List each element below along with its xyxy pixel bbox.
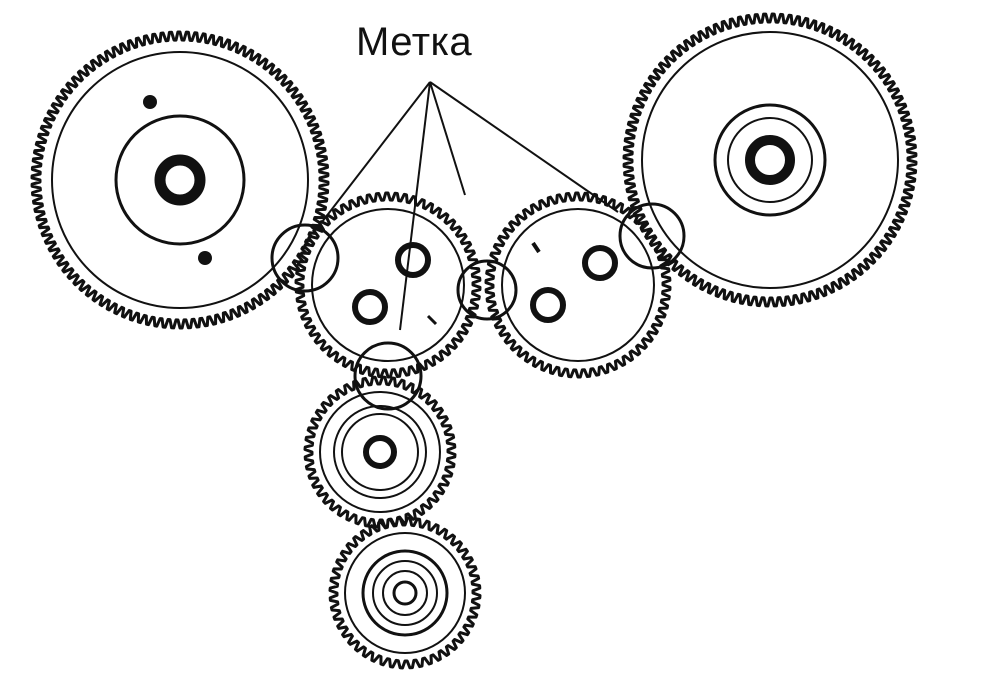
- gear-top-left-ring-1: [51, 51, 309, 309]
- gear-center-right-bolt-hole-2: [530, 287, 566, 323]
- leader-center-left-line: [399, 81, 431, 331]
- gear-bottom: [328, 516, 482, 670]
- gear-lower-middle-teeth: [303, 375, 457, 529]
- timing-dot-left: [426, 314, 438, 326]
- gear-center-right-teeth: [484, 191, 672, 379]
- gear-center-right-ring-1: [501, 208, 655, 362]
- gear-top-right-ring-1: [641, 31, 899, 289]
- gear-center-right-bolt-hole-1: [582, 245, 618, 281]
- gear-bottom-hub: [392, 580, 418, 606]
- gear-bottom-ring-1: [344, 532, 466, 654]
- mark-callout-label: Метка: [356, 20, 473, 64]
- gear-top-right-hub: [745, 135, 795, 185]
- gear-top-right: [622, 12, 918, 308]
- leader-left-line: [321, 81, 431, 223]
- gear-bottom-ring-3: [372, 560, 438, 626]
- leader-right-line: [429, 81, 619, 213]
- gear-top-left: [30, 30, 330, 330]
- gear-center-left-teeth: [294, 191, 482, 379]
- gear-top-right-ring-2: [713, 103, 827, 217]
- gear-bottom-ring-2: [361, 549, 449, 637]
- gear-center-right: [484, 191, 672, 379]
- gear-top-left-teeth: [30, 30, 330, 330]
- gear-lower-middle: [303, 375, 457, 529]
- gear-top-left-ring-2: [114, 114, 246, 246]
- gear-top-left-hub: [154, 154, 206, 206]
- gear-top-right-teeth: [622, 12, 918, 308]
- mark-center-mesh-circle: [456, 259, 518, 321]
- leader-center-line: [429, 81, 466, 196]
- gear-center-left-ring-1: [311, 208, 465, 362]
- mark-right-mesh-circle: [618, 202, 686, 270]
- gear-center-left: [294, 191, 482, 379]
- gear-top-left-bolt-hole-1: [143, 95, 157, 109]
- gear-center-left-bolt-hole-1: [395, 242, 431, 278]
- gear-lower-middle-ring-3: [341, 413, 419, 491]
- gear-lower-middle-hub: [363, 435, 397, 469]
- mark-left-mesh-circle: [270, 223, 340, 293]
- gear-lower-middle-ring-1: [319, 391, 441, 513]
- timing-dot-right: [531, 241, 541, 254]
- gear-center-left-bolt-hole-2: [352, 289, 388, 325]
- gear-top-right-ring-3: [727, 117, 813, 203]
- gear-lower-middle-ring-2: [333, 405, 427, 499]
- gear-top-left-bolt-hole-2: [198, 251, 212, 265]
- gear-bottom-ring-4: [382, 570, 428, 616]
- gear-bottom-teeth: [328, 516, 482, 670]
- mark-lower-mesh-circle: [353, 341, 423, 411]
